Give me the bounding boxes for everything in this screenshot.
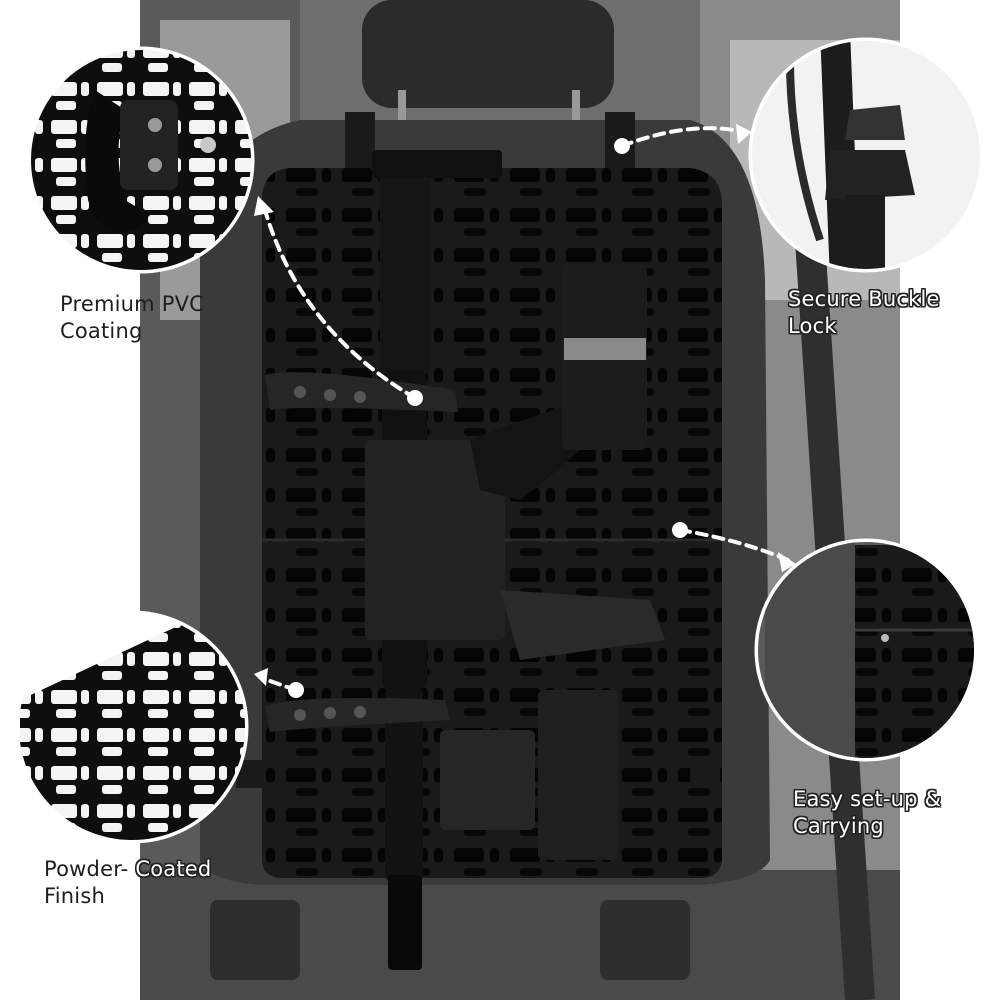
feature-label-pvc-line2: Coating — [60, 319, 143, 343]
pistol-holster — [440, 730, 535, 830]
rifle-strap — [265, 698, 450, 732]
feature-label-buckle: Secure Buckle Lock — [788, 286, 940, 340]
feature-label-buckle-line2: Lock — [788, 314, 837, 338]
headrest — [362, 0, 614, 108]
feature-label-buckle-line1: Secure Buckle — [788, 287, 940, 311]
feature-label-setup: Easy set-up & Carrying — [793, 786, 941, 840]
feature-label-powder: Powder- Coated Finish — [44, 856, 211, 910]
feature-label-powder-line2: Finish — [44, 884, 105, 908]
feature-label-pvc: Premium PVC Coating — [60, 291, 204, 345]
magazine — [538, 690, 618, 860]
detail-circle-buckle — [748, 37, 984, 273]
feature-label-pvc-line1: Premium PVC — [60, 292, 205, 316]
feature-label-setup-line1: Easy set-up & — [793, 787, 942, 811]
detail-circle-hook — [27, 46, 255, 274]
feature-label-powder-line1a: Powder- — [44, 857, 129, 881]
feature-label-setup-line2: Carrying — [793, 814, 884, 838]
feature-label-powder-line1: Powder- Coated — [44, 856, 211, 883]
detail-circle-panel-edge — [754, 538, 978, 762]
feature-label-powder-line1b: Coated — [128, 857, 212, 881]
detail-circle-finish — [15, 610, 249, 844]
rifle — [365, 150, 665, 970]
